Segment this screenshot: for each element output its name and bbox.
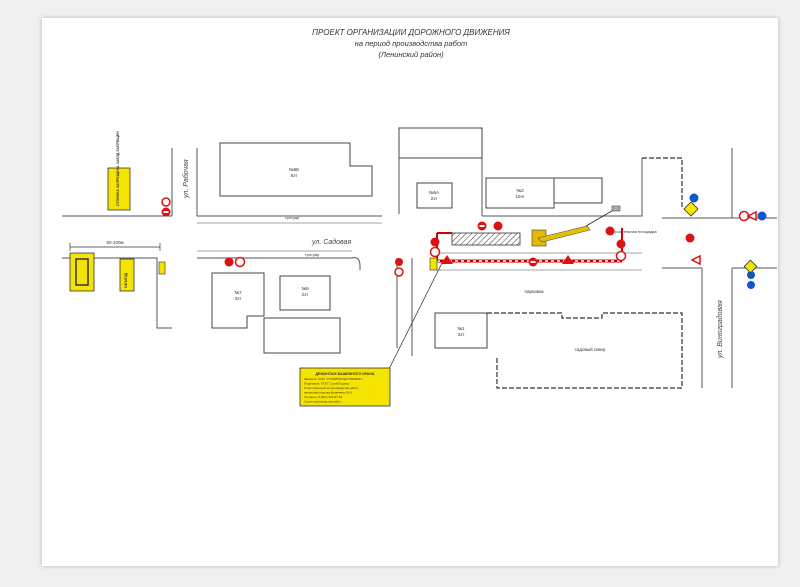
callout-line-2: Заказчик: ООО "СТРОЙПРОЕКТСЕРВИС": [304, 377, 363, 381]
sidewalk-label-2: тротуар: [305, 252, 320, 257]
street-sadovaya: ул. Садовая: [311, 238, 351, 246]
building-1-floors: 3эт: [458, 332, 465, 337]
red-signs: [87, 197, 750, 285]
callout-text: ДЕМОНТАЖ БАШЕННОГО КРАНА Заказчик: ООО "…: [304, 372, 375, 404]
priority-signs: [683, 201, 758, 274]
building-9-floors: 2эт: [302, 292, 309, 297]
building-1-num: №1: [457, 326, 465, 331]
dimension-line: [69, 243, 161, 251]
warning-triangle-icon: [690, 254, 701, 266]
blue-signs: [689, 193, 767, 289]
callout-leader: [386, 262, 443, 374]
building-9b-num: №9Б: [289, 167, 299, 172]
building-5a: [416, 182, 453, 209]
title-line-2: на период производства работ: [355, 39, 468, 48]
building-9b-floors: 5эт: [291, 173, 298, 178]
callout-box: [299, 367, 391, 407]
street-vinogradovaya: ул. Виноградовая: [716, 300, 724, 359]
yellow-signs: [69, 167, 438, 292]
street-rabochaya: ул. Рабочая: [182, 159, 190, 199]
building-5a-floors: 2эт: [431, 196, 438, 201]
building-construction-left: [553, 177, 603, 204]
detour-sign-left: [107, 167, 131, 211]
callout-line-1: ДЕМОНТАЖ БАШЕННОГО КРАНА: [315, 372, 374, 376]
callout-line-5: начальник участка Кравченко М.Н.: [304, 391, 353, 395]
traffic-plan: ПРОЕКТ ОРГАНИЗАЦИИ ДОРОЖНОГО ДВИЖЕНИЯ на…: [62, 28, 777, 407]
building-3-num: №3: [516, 188, 524, 193]
building-north: [398, 127, 483, 159]
callout-line-3: Подрядчик: ООО "СтройПодряд": [304, 382, 350, 386]
buildings: [211, 127, 603, 354]
triangle-signs: [441, 210, 757, 266]
title-line-3: (Ленинский район): [378, 50, 444, 59]
sidewalk-label-1: тротуар: [285, 215, 300, 220]
no-stopping-sign-icon: [161, 197, 171, 207]
building-1: [434, 312, 488, 349]
detour-sign-icon: [689, 193, 699, 203]
building-9-num: №9: [301, 286, 309, 291]
yellow-sign-left-2-text: ОБЪЕЗД: [124, 272, 128, 288]
sidewalk-lines: [197, 222, 642, 271]
warning-sign-icon: [430, 237, 440, 247]
building-3: [485, 177, 555, 209]
building-7-floors: 3эт: [235, 296, 242, 301]
priority-road-icon: [683, 201, 699, 217]
callout-line-6: Телефон: 8 (861) 224-87-52: [304, 395, 342, 399]
parking-label: парковка: [525, 289, 544, 294]
building-7-num: №7: [234, 290, 242, 295]
building-9: [279, 275, 331, 311]
callout-line-7: Сроки производства работ:: [304, 400, 342, 404]
tower-crane: [531, 205, 621, 247]
construction-yard: [487, 157, 683, 389]
yellow-sign-left-1-text: СТОЯНКА ЗАПРЕЩЕНА ЗАЕЗД ЗАПРЕЩЕН: [116, 131, 120, 206]
building-9b: [219, 142, 373, 197]
building-annex: [263, 317, 341, 354]
road-edges: [62, 128, 777, 388]
stop-sign-icon: [224, 257, 234, 267]
title-line-1: ПРОЕКТ ОРГАНИЗАЦИИ ДОРОЖНОГО ДВИЖЕНИЯ: [312, 28, 510, 37]
work-zone-hatch: [451, 232, 521, 246]
building-5a-num: №5А: [429, 190, 439, 195]
callout-line-4: Ответственный за производство работ:: [304, 386, 359, 390]
construction-label: строительная площадка: [611, 229, 657, 234]
garden-label: садовый сквер: [575, 346, 606, 352]
building-3-floors: 10эт: [515, 194, 524, 199]
dimension-label: 50-100м: [106, 240, 123, 245]
building-7: [211, 272, 265, 329]
drawing-sheet: ПРОЕКТ ОРГАНИЗАЦИИ ДОРОЖНОГО ДВИЖЕНИЯ на…: [42, 18, 778, 566]
